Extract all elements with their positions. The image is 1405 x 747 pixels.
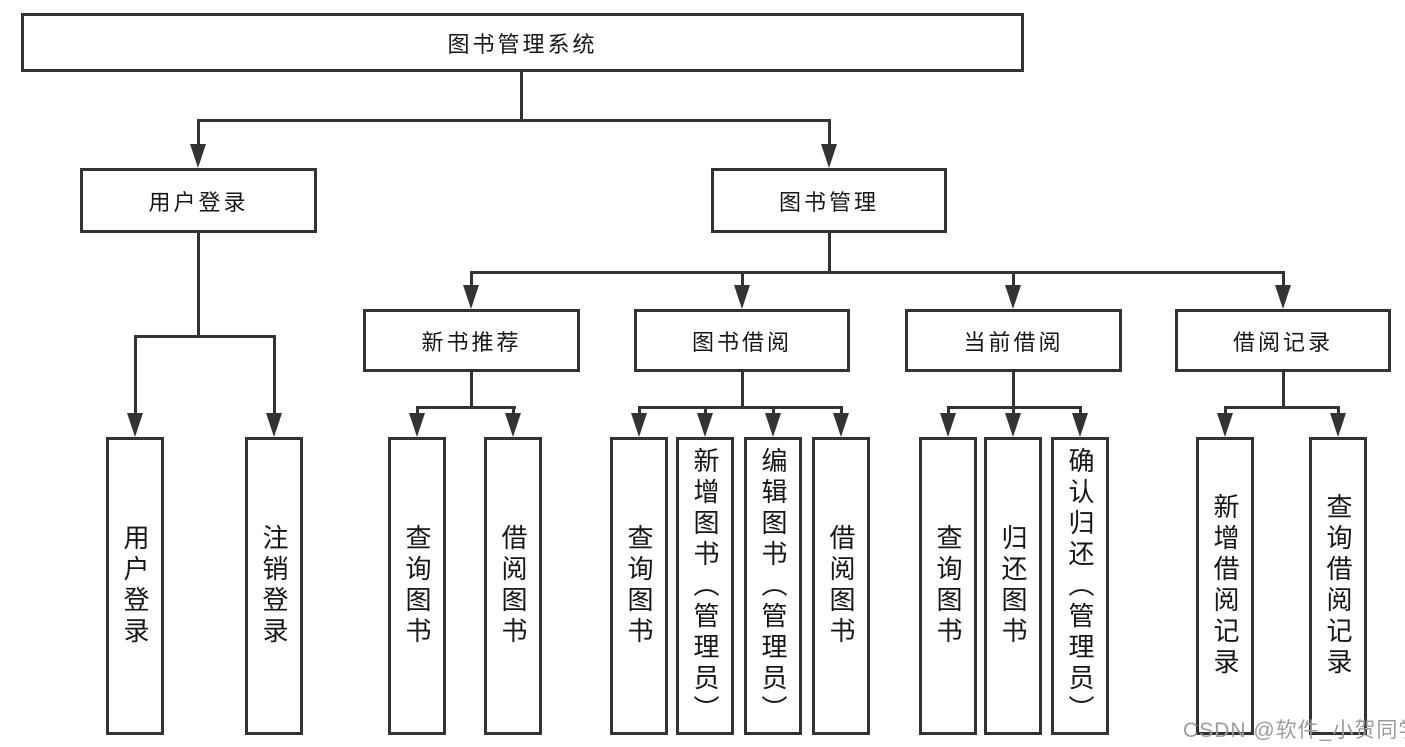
connector-root-stem	[520, 72, 523, 119]
connector-leaf-arm	[840, 406, 843, 415]
node-label: 图书管理系统	[447, 31, 598, 57]
leaf-query-books-current: 查询图书	[919, 437, 977, 735]
leaf-query-books-recommend: 查询图书	[388, 437, 446, 735]
node-current-borrowing: 当前借阅	[905, 309, 1122, 372]
leaf-label: 确认归还（管理员）	[1065, 446, 1095, 726]
connector-borrowing-records-hline	[1224, 406, 1340, 409]
leaf-label: 查询借阅记录	[1323, 493, 1353, 679]
arrowhead-down-icon	[697, 413, 713, 437]
connector-level3-hline	[470, 271, 1284, 274]
node-label: 借阅记录	[1232, 329, 1333, 355]
connector-leaf-arm	[947, 406, 950, 415]
leaf-return-books: 归还图书	[984, 437, 1042, 735]
connector-leaf-arm	[512, 406, 515, 415]
connector-user-login-hline	[134, 335, 276, 338]
connector-new-book-hline	[416, 406, 516, 409]
connector-new-book-stem	[470, 372, 473, 406]
node-label: 当前借阅	[963, 329, 1064, 355]
arrowhead-down-icon	[1072, 413, 1088, 437]
leaf-query-borrow-record: 查询借阅记录	[1309, 437, 1367, 735]
node-label: 图书管理	[778, 189, 879, 215]
leaf-label: 借阅图书	[826, 524, 856, 648]
connector-leaf-arm	[638, 406, 641, 415]
connector-user-login-stem	[197, 233, 200, 335]
connector-book-borrowing-stem	[741, 372, 744, 406]
arrowhead-down-icon	[765, 413, 781, 437]
arrowhead-down-icon	[821, 144, 837, 168]
leaf-edit-books-admin: 编辑图书（管理员）	[744, 437, 802, 735]
node-label: 用户登录	[148, 189, 249, 215]
arrowhead-down-icon	[631, 413, 647, 437]
connector-to-leaf-user-login	[134, 335, 137, 416]
connector-to-book-borrowing	[741, 271, 744, 287]
arrowhead-down-icon	[1005, 285, 1021, 309]
connector-book-management-stem	[828, 233, 831, 271]
leaf-label: 归还图书	[998, 524, 1028, 648]
leaf-borrow-books: 借阅图书	[812, 437, 870, 735]
arrowhead-down-icon	[1330, 413, 1346, 437]
connector-leaf-arm	[772, 406, 775, 415]
connector-current-borrowing-stem	[1012, 372, 1015, 406]
arrowhead-down-icon	[833, 413, 849, 437]
connector-book-borrowing-hline	[638, 406, 843, 409]
arrowhead-down-icon	[734, 285, 750, 309]
node-user-login: 用户登录	[80, 168, 317, 233]
connector-to-new-book	[470, 271, 473, 287]
node-label: 新书推荐	[421, 329, 522, 355]
arrowhead-down-icon	[1005, 413, 1021, 437]
connector-to-current-borrowing	[1012, 271, 1015, 287]
leaf-logout-login: 注销登录	[245, 437, 303, 735]
node-book-borrowing: 图书借阅	[634, 309, 850, 372]
arrowhead-down-icon	[127, 413, 143, 437]
arrowhead-down-icon	[940, 413, 956, 437]
leaf-label: 查询图书	[402, 524, 432, 648]
node-label: 图书借阅	[691, 329, 792, 355]
leaf-add-books-admin: 新增图书（管理员）	[676, 437, 734, 735]
connector-leaf-arm	[1079, 406, 1082, 415]
leaf-label: 编辑图书（管理员）	[758, 446, 788, 726]
leaf-label: 查询图书	[933, 524, 963, 648]
leaf-label: 注销登录	[259, 524, 289, 648]
arrowhead-down-icon	[190, 144, 206, 168]
leaf-user-login: 用户登录	[106, 437, 164, 735]
connector-to-user-login	[197, 119, 200, 146]
connector-borrowing-records-stem	[1282, 372, 1285, 406]
leaf-label: 新增图书（管理员）	[690, 446, 720, 726]
arrowhead-down-icon	[1275, 285, 1291, 309]
node-borrowing-records: 借阅记录	[1175, 309, 1391, 372]
leaf-label: 新增借阅记录	[1210, 493, 1240, 679]
connector-leaf-arm	[1012, 406, 1015, 415]
leaf-label: 查询图书	[624, 524, 654, 648]
watermark: CSDN @软件_小贺同学	[1183, 719, 1405, 742]
arrowhead-down-icon	[505, 413, 521, 437]
leaf-add-borrow-record: 新增借阅记录	[1196, 437, 1254, 735]
arrowhead-down-icon	[409, 413, 425, 437]
connector-to-leaf-logout	[273, 335, 276, 416]
leaf-label: 借阅图书	[498, 524, 528, 648]
leaf-label: 用户登录	[120, 524, 150, 648]
arrowhead-down-icon	[463, 285, 479, 309]
leaf-confirm-return-admin: 确认归还（管理员）	[1051, 437, 1109, 735]
connector-to-book-management	[828, 119, 831, 146]
node-book-management: 图书管理	[711, 168, 947, 233]
leaf-borrow-books-recommend: 借阅图书	[484, 437, 542, 735]
arrowhead-down-icon	[1217, 413, 1233, 437]
connector-leaf-arm	[1337, 406, 1340, 415]
leaf-query-books-borrow: 查询图书	[610, 437, 668, 735]
connector-leaf-arm	[416, 406, 419, 415]
connector-to-borrowing-records	[1282, 271, 1285, 287]
node-system-root: 图书管理系统	[21, 13, 1024, 72]
connector-level1-hline	[197, 119, 831, 122]
node-new-book-recommendation: 新书推荐	[363, 309, 580, 372]
connector-leaf-arm	[704, 406, 707, 415]
connector-leaf-arm	[1224, 406, 1227, 415]
arrowhead-down-icon	[266, 413, 282, 437]
